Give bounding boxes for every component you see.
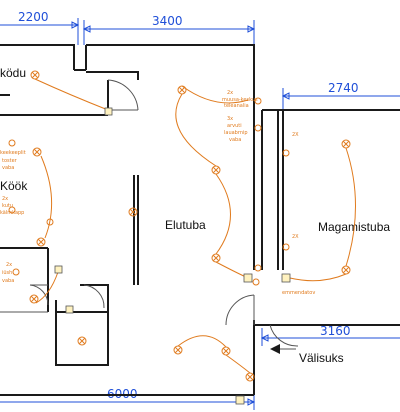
switches	[54, 107, 291, 405]
light-fixture	[211, 165, 221, 175]
annotation-line: 2x	[2, 196, 8, 202]
annotation-bed-2x-top: 2X	[292, 132, 299, 138]
switch	[54, 265, 63, 274]
room-label-esik: ködu	[0, 66, 26, 80]
switch	[243, 273, 253, 283]
switch	[104, 107, 113, 116]
annotation-line: arvuti	[227, 123, 242, 129]
annotation-line: 3x	[227, 116, 233, 122]
dimension-lines	[0, 18, 400, 410]
light-fixture	[29, 294, 39, 304]
sockets	[8, 97, 290, 286]
annotation-line: toster	[2, 158, 18, 164]
room-label-kook: Köök	[0, 179, 28, 193]
annotation-line: keekeeplit	[0, 150, 26, 156]
wiring	[34, 78, 356, 374]
annotation-line: vaba	[2, 278, 14, 284]
dim-top-left: 2200	[18, 10, 49, 24]
room-label-valisuks: Välisuks	[299, 351, 344, 365]
dim-right-mid: 3160	[320, 324, 351, 338]
annotation-line: vaba	[2, 165, 14, 171]
annotation-line: 2x	[227, 90, 233, 96]
light-fixture	[221, 346, 231, 356]
light-fixture	[245, 372, 255, 382]
annotation-bed-2x-mid: 2X	[292, 234, 299, 240]
light-fixture	[173, 345, 183, 355]
dim-right-top: 2740	[328, 81, 359, 95]
annotation-line: kälmkapp	[0, 210, 24, 216]
annotation-elutuba-switch: 2x muusa-keskus teleanalia 3x arvuti lau…	[222, 90, 258, 143]
light-fixture	[36, 237, 46, 247]
switch	[281, 273, 291, 283]
light-fixture	[77, 336, 87, 346]
dim-top-middle: 3400	[152, 14, 183, 28]
light-fixture	[341, 265, 351, 275]
room-label-elutuba: Elutuba	[165, 218, 206, 232]
annotation-line: vaba	[229, 137, 241, 143]
light-fixture	[128, 207, 138, 217]
switch	[65, 305, 74, 314]
annotation-line: teleanalia	[224, 103, 249, 109]
annotation-kook-counter: keekeeplit toster vaba	[0, 150, 26, 171]
light-fixture	[177, 85, 187, 95]
light-fixture	[30, 70, 40, 80]
annotation-line: kutu	[2, 203, 13, 209]
annotation-lower-left: 2x iüsh vaba	[2, 262, 14, 284]
door-swings	[29, 79, 299, 347]
annotation-line: 2x	[6, 262, 12, 268]
annotation-kook-left: 2x kutu kälmkapp	[0, 196, 24, 216]
switch	[235, 395, 245, 405]
light-fixture	[32, 147, 42, 157]
light-fixture	[211, 253, 221, 263]
annotation-line: muusa-keskus	[222, 97, 258, 103]
annotation-line: lauabrnip	[224, 130, 248, 136]
annotation-line: iüsh	[2, 270, 12, 276]
light-fixture	[341, 139, 351, 149]
annotation-bed-temp: emmendatov	[282, 290, 315, 296]
entry-arrow	[270, 344, 296, 354]
